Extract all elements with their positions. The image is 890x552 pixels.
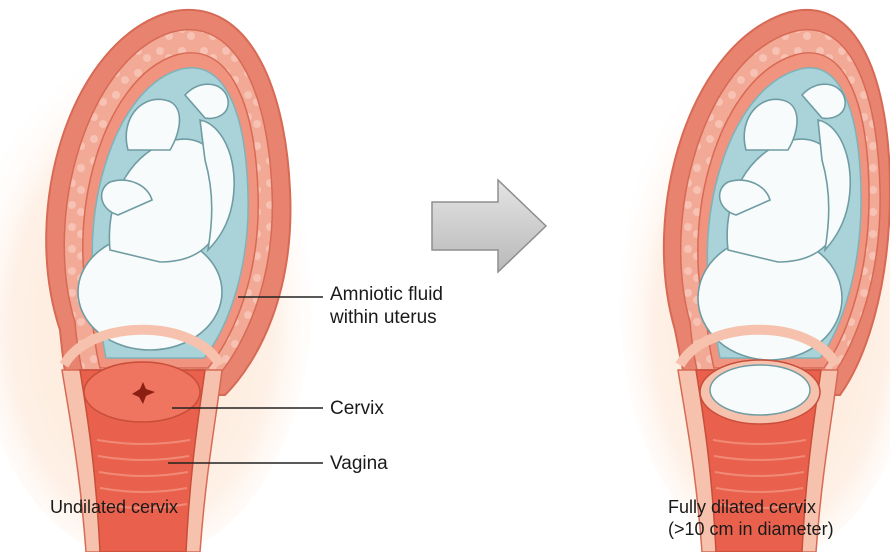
right-caption-line2: (>10 cm in diameter) [668, 518, 834, 540]
right-caption: Fully dilated cervix (>10 cm in diameter… [668, 496, 834, 540]
amniotic-fluid-label-line1: Amniotic fluid [330, 283, 443, 306]
right-uterus-illustration [620, 10, 890, 552]
vagina-label: Vagina [330, 452, 388, 475]
amniotic-fluid-label-line2: within uterus [330, 306, 443, 329]
right-dilated-cervix-opening [710, 365, 810, 415]
cervix-label: Cervix [330, 397, 384, 420]
left-caption: Undilated cervix [50, 496, 178, 518]
right-caption-line1: Fully dilated cervix [668, 496, 834, 518]
left-uterus-illustration [0, 10, 312, 552]
amniotic-fluid-label: Amniotic fluid within uterus [330, 283, 443, 329]
transition-arrow [432, 180, 546, 272]
